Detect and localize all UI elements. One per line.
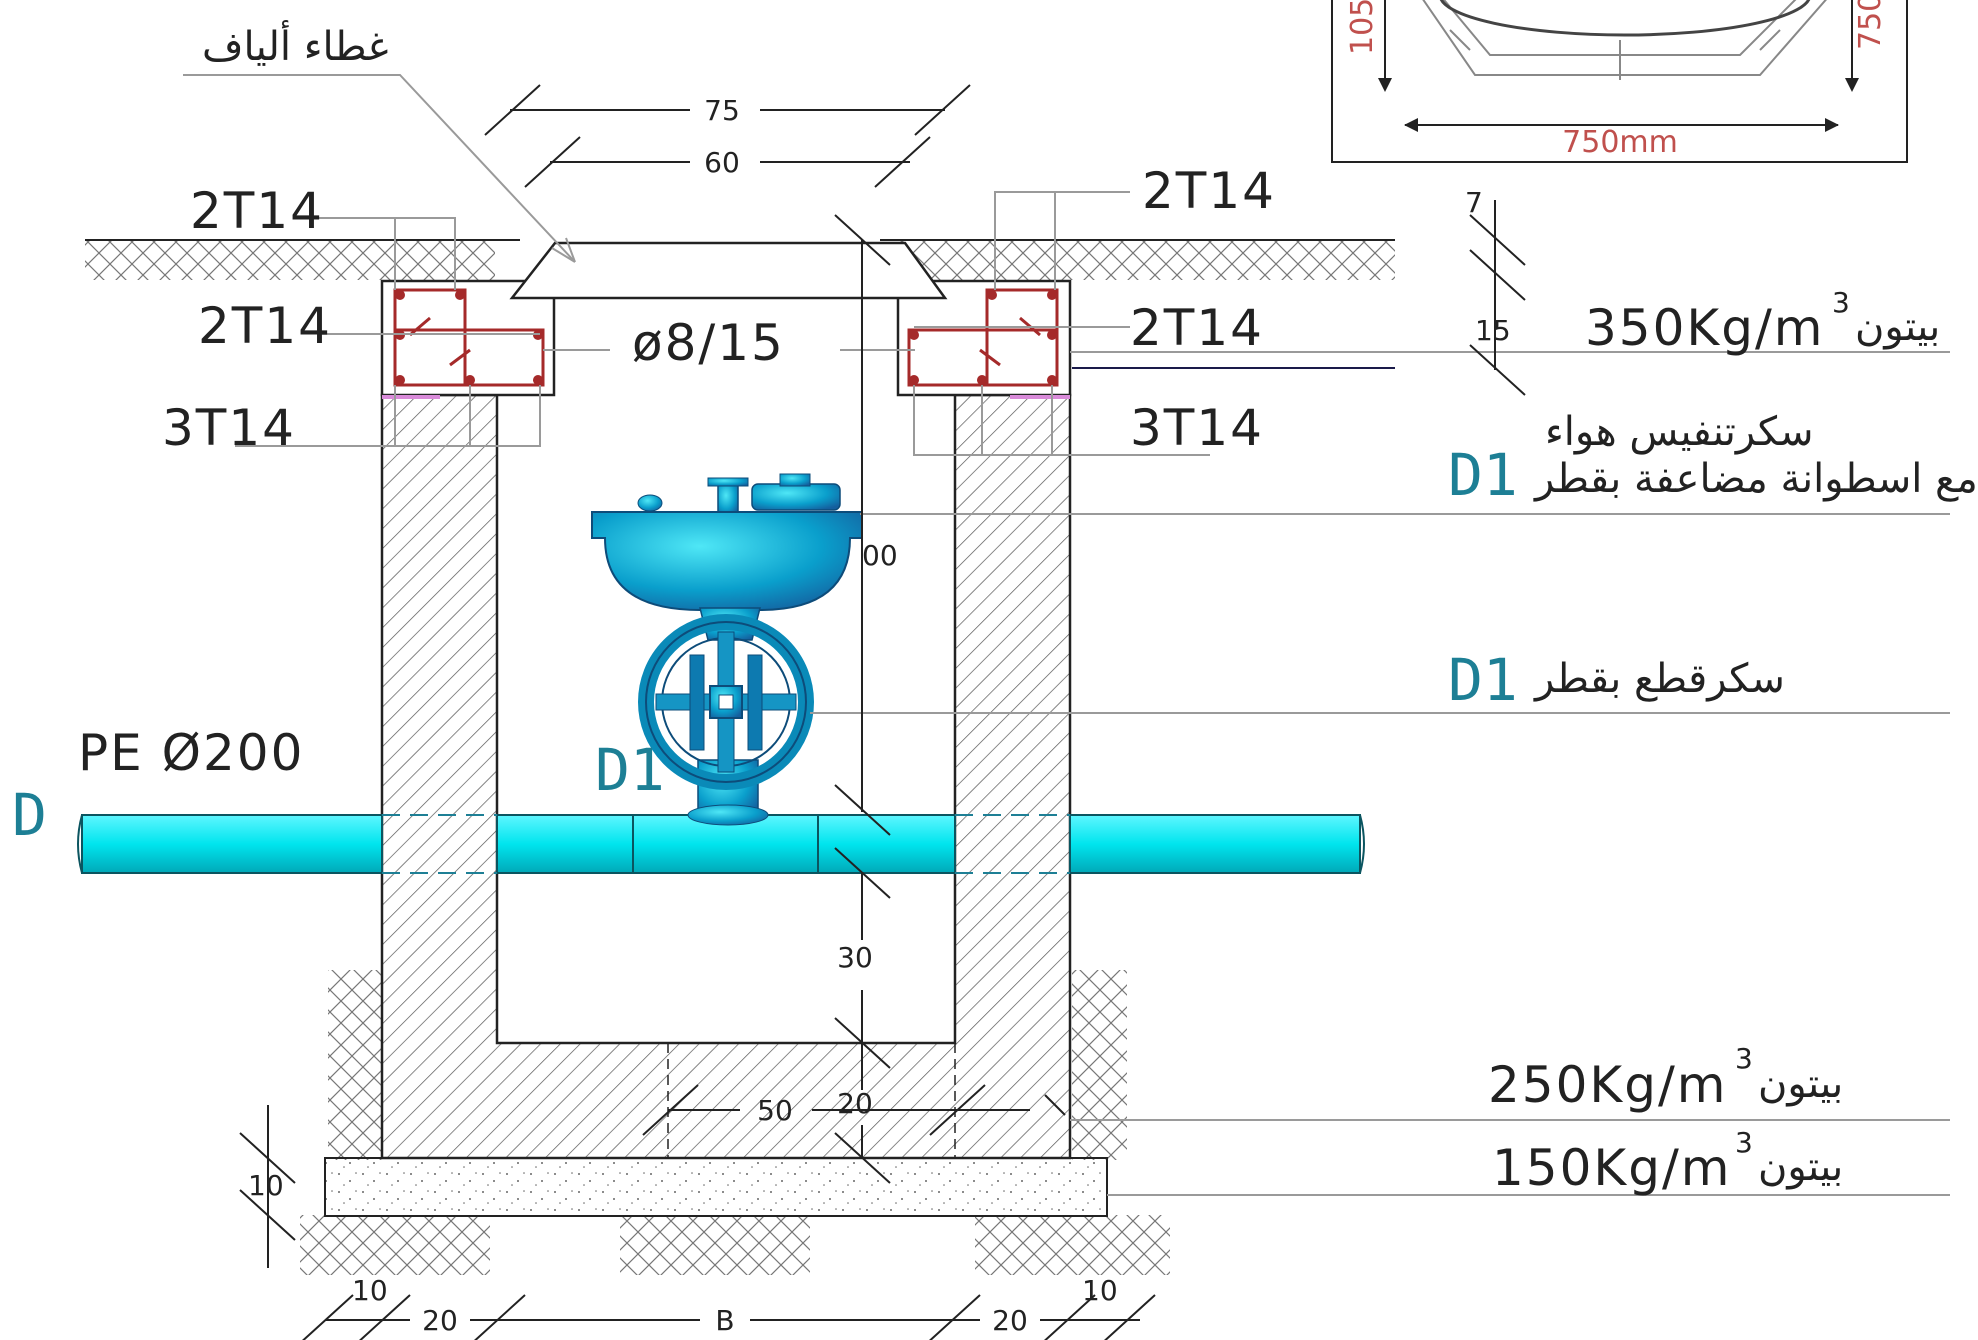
dim-right-slab: 15 — [1475, 314, 1511, 347]
inset-plan-view — [1331, 0, 1908, 163]
manhole-cover — [509, 241, 948, 300]
inset-width-label: 750mm — [1562, 125, 1678, 160]
air-valve-description-line2: مع اسطوانة مضاعفة بقطر — [1533, 456, 1978, 502]
rebar-top-right-label: 2T14 — [1142, 162, 1276, 220]
concrete-mid-word: بيتون — [1758, 1061, 1843, 1107]
inset-height-left-label: 105 — [1345, 0, 1380, 55]
dim-bottom-2: B — [715, 1304, 734, 1337]
lean-concrete-footing — [324, 1157, 1108, 1217]
dim-top-inner: 60 — [704, 146, 740, 179]
gate-valve-diameter-tag: D1 — [1448, 646, 1518, 714]
rebar-mid-right-label: 2T14 — [1130, 299, 1264, 357]
concrete-top-word: بيتون — [1855, 304, 1940, 350]
concrete-top-exp: 3 — [1832, 286, 1850, 319]
dim-bottom-4: 10 — [1082, 1274, 1118, 1307]
dim-sump: 50 — [757, 1094, 793, 1127]
dim-footing: 10 — [248, 1169, 284, 1202]
soil-fill-bottom — [300, 970, 1170, 1275]
dim-floor: 20 — [837, 1087, 873, 1120]
fiber-cover-label: غطاء ألياف — [202, 20, 388, 70]
pe-pipe — [77, 814, 1365, 874]
concrete-top-value: 350Kg/m — [1585, 299, 1825, 357]
pipe-diameter-tag: D1 — [595, 736, 665, 804]
inset-height-right-label: 750 — [1853, 0, 1888, 50]
ring-beam-right — [896, 279, 1072, 397]
concrete-bottom-word: بيتون — [1758, 1144, 1843, 1190]
air-valve-description-line1: سكرتنفيس هواء — [1545, 409, 1814, 455]
dim-bottom-3: 20 — [992, 1304, 1028, 1337]
concrete-mid-exp: 3 — [1735, 1042, 1753, 1075]
pipe-tag: D — [12, 781, 47, 849]
dim-right-small: 7 — [1465, 186, 1483, 219]
pipe-label: PE Ø200 — [78, 724, 304, 782]
concrete-bottom-exp: 3 — [1735, 1126, 1753, 1159]
rebar-mid-left-label: 2T14 — [198, 297, 332, 355]
concrete-mid-value: 250Kg/m — [1488, 1056, 1728, 1114]
dim-bottom-0: 10 — [352, 1274, 388, 1307]
ground-surface — [85, 239, 1395, 280]
dim-top-outer: 75 — [704, 94, 740, 127]
rebar-bottom-right-label: 3T14 — [1130, 399, 1264, 457]
leader-lines — [183, 74, 1950, 1196]
rebar-bottom-left-label: 3T14 — [162, 399, 296, 457]
stirrup-label: ø8/15 — [632, 314, 785, 372]
dim-valve-height: 00 — [862, 539, 898, 572]
ring-beam-left — [380, 279, 556, 397]
air-valve-diameter-tag: D1 — [1448, 441, 1518, 509]
gate-valve-icon — [638, 614, 814, 826]
gate-valve-description: سكرقطع بقطر — [1533, 656, 1785, 702]
dim-bottom-1: 20 — [422, 1304, 458, 1337]
rebar-top-left-label: 2T14 — [190, 182, 324, 240]
dimension-lines — [239, 84, 1526, 1340]
dim-below-pipe: 30 — [837, 941, 873, 974]
concrete-bottom-value: 150Kg/m — [1492, 1139, 1732, 1197]
